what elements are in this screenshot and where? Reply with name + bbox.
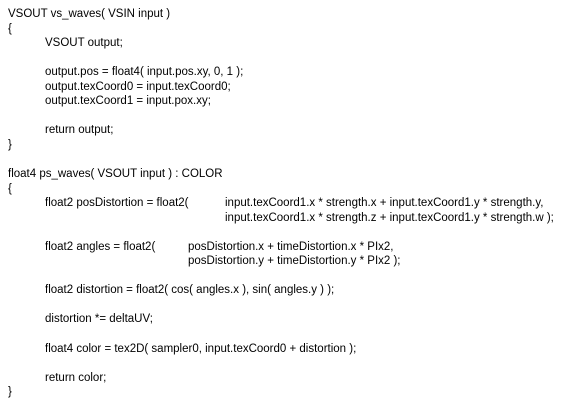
code-text: distortion *= deltaUV;	[45, 313, 153, 326]
code-line: float4 color = tex2D( sampler0, input.te…	[8, 342, 574, 357]
code-text: float2 posDistortion = float2(	[45, 197, 189, 210]
blank-line	[8, 152, 574, 167]
code-line: {	[8, 182, 574, 197]
code-text: float4 color = tex2D( sampler0, input.te…	[45, 342, 357, 355]
code-line: float2 distortion = float2( cos( angles.…	[8, 283, 574, 298]
code-text: VSOUT vs_waves( VSIN input )	[8, 8, 171, 20]
code-text: VSOUT output;	[45, 37, 123, 50]
code-text: posDistortion.x + timeDistortion.x * PIx…	[188, 240, 394, 253]
code-text: return output;	[45, 124, 114, 137]
code-line: VSOUT vs_waves( VSIN input )	[8, 7, 574, 22]
code-line: }	[8, 138, 574, 153]
blank-line	[8, 298, 574, 313]
code-text: float2 angles = float2(	[45, 240, 156, 253]
blank-line	[8, 109, 574, 124]
blank-line	[8, 51, 574, 66]
code-line: float2 posDistortion = float2( input.texC…	[8, 196, 574, 211]
code-line: return color;	[8, 371, 574, 386]
code-line: VSOUT output;	[8, 36, 574, 51]
code-line: {	[8, 22, 574, 37]
blank-line	[8, 356, 574, 371]
code-text: float2 distortion = float2( cos( angles.…	[45, 284, 335, 297]
code-text: {	[8, 182, 12, 195]
code-text: return color;	[45, 371, 107, 384]
code-text: input.texCoord1.x * strength.z + input.t…	[225, 211, 554, 224]
code-line: float2 angles = float2( posDistortion.x +…	[8, 240, 574, 255]
blank-line	[8, 225, 574, 240]
code-line: return output;	[8, 123, 574, 138]
code-text: output.texCoord0 = input.texCoord0;	[45, 80, 231, 93]
code-text: float4 ps_waves( VSOUT input ) : COLOR	[8, 168, 223, 181]
code-text: input.texCoord1.x * strength.x + input.t…	[225, 197, 544, 210]
code-text: }	[8, 138, 12, 151]
code-line: output.texCoord0 = input.texCoord0;	[8, 80, 574, 95]
code-line: distortion *= deltaUV;	[8, 312, 574, 327]
blank-line	[8, 327, 574, 342]
code-text: output.pos = float4( input.pos.xy, 0, 1 …	[45, 66, 244, 79]
code-line: }	[8, 385, 574, 400]
code-text: }	[8, 386, 12, 399]
code-text: output.texCoord1 = input.pox.xy;	[45, 95, 211, 108]
code-line: output.texCoord1 = input.pox.xy;	[8, 94, 574, 109]
code-text: posDistortion.y + timeDistortion.y * PIx…	[188, 255, 401, 268]
code-line: float4 ps_waves( VSOUT input ) : COLOR	[8, 167, 574, 182]
code-text: {	[8, 22, 12, 35]
blank-line	[8, 269, 574, 284]
code-listing: VSOUT vs_waves( VSIN input ) { VSOUT out…	[8, 7, 574, 400]
code-line: output.pos = float4( input.pos.xy, 0, 1 …	[8, 65, 574, 80]
code-line: input.texCoord1.x * strength.z + input.t…	[8, 211, 574, 226]
code-line: posDistortion.y + timeDistortion.y * PIx…	[8, 254, 574, 269]
